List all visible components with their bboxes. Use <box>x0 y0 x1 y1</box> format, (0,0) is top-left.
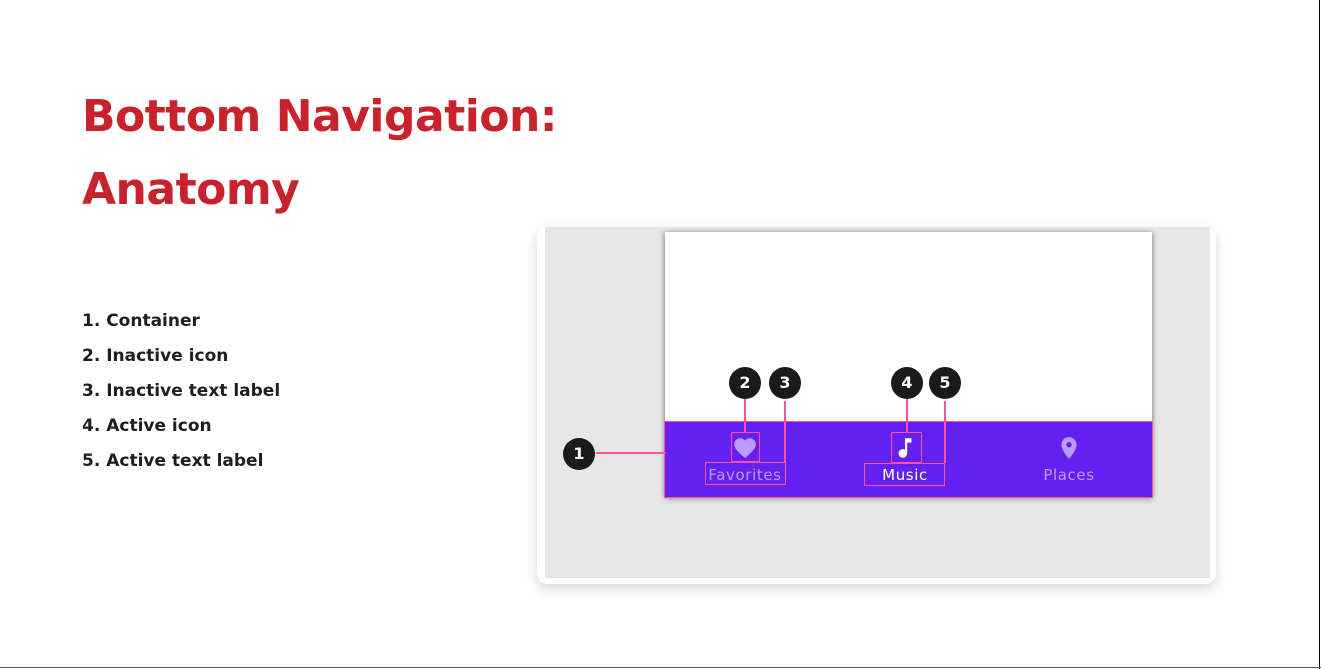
heart-icon <box>734 438 756 459</box>
annotation-box-active-icon <box>891 432 922 463</box>
music-note-icon <box>898 438 912 458</box>
legend-item-container: 1. Container <box>82 311 200 331</box>
nav-label-music: Music <box>882 466 928 484</box>
nav-item-places[interactable]: Places <box>1004 422 1134 497</box>
leader-line-inactive-label <box>784 395 786 462</box>
leader-line-inactive-icon <box>744 395 746 432</box>
marker-1: 1 <box>563 438 595 470</box>
page-title: Bottom Navigation: Anatomy <box>82 80 557 226</box>
marker-5: 5 <box>929 367 961 399</box>
phone-screen: Favorites Music Places <box>664 232 1153 498</box>
annotation-box-active-label <box>864 463 945 486</box>
nav-item-music[interactable]: Music <box>840 422 970 497</box>
annotation-box-inactive-label <box>705 462 786 485</box>
legend-item-active-icon: 4. Active icon <box>82 416 212 436</box>
title-line-2: Anatomy <box>82 164 300 215</box>
map-pin-icon <box>1061 437 1077 459</box>
nav-label-places: Places <box>1043 466 1095 484</box>
illustration-card: Favorites Music Places <box>537 227 1216 584</box>
marker-4: 4 <box>891 367 923 399</box>
leader-line-active-label <box>944 395 946 463</box>
legend-item-inactive-icon: 2. Inactive icon <box>82 346 229 366</box>
legend-item-active-text-label: 5. Active text label <box>82 451 264 471</box>
annotation-box-inactive-icon <box>731 432 760 462</box>
anatomy-legend: 1. Container 2. Inactive icon 3. Inactiv… <box>82 304 280 479</box>
illustration-backdrop: Favorites Music Places <box>545 227 1210 578</box>
leader-line-container <box>596 452 666 454</box>
frame-edge-right <box>1319 0 1320 669</box>
marker-3: 3 <box>769 367 801 399</box>
marker-2: 2 <box>729 367 761 399</box>
frame-edge-bottom <box>0 667 1321 668</box>
nav-item-favorites[interactable]: Favorites <box>680 422 810 497</box>
title-line-1: Bottom Navigation: <box>82 91 557 142</box>
leader-line-active-icon <box>906 395 908 432</box>
bottom-navigation-container: Favorites Music Places <box>664 421 1153 498</box>
legend-item-inactive-text-label: 3. Inactive text label <box>82 381 281 401</box>
nav-label-favorites: Favorites <box>708 466 782 484</box>
